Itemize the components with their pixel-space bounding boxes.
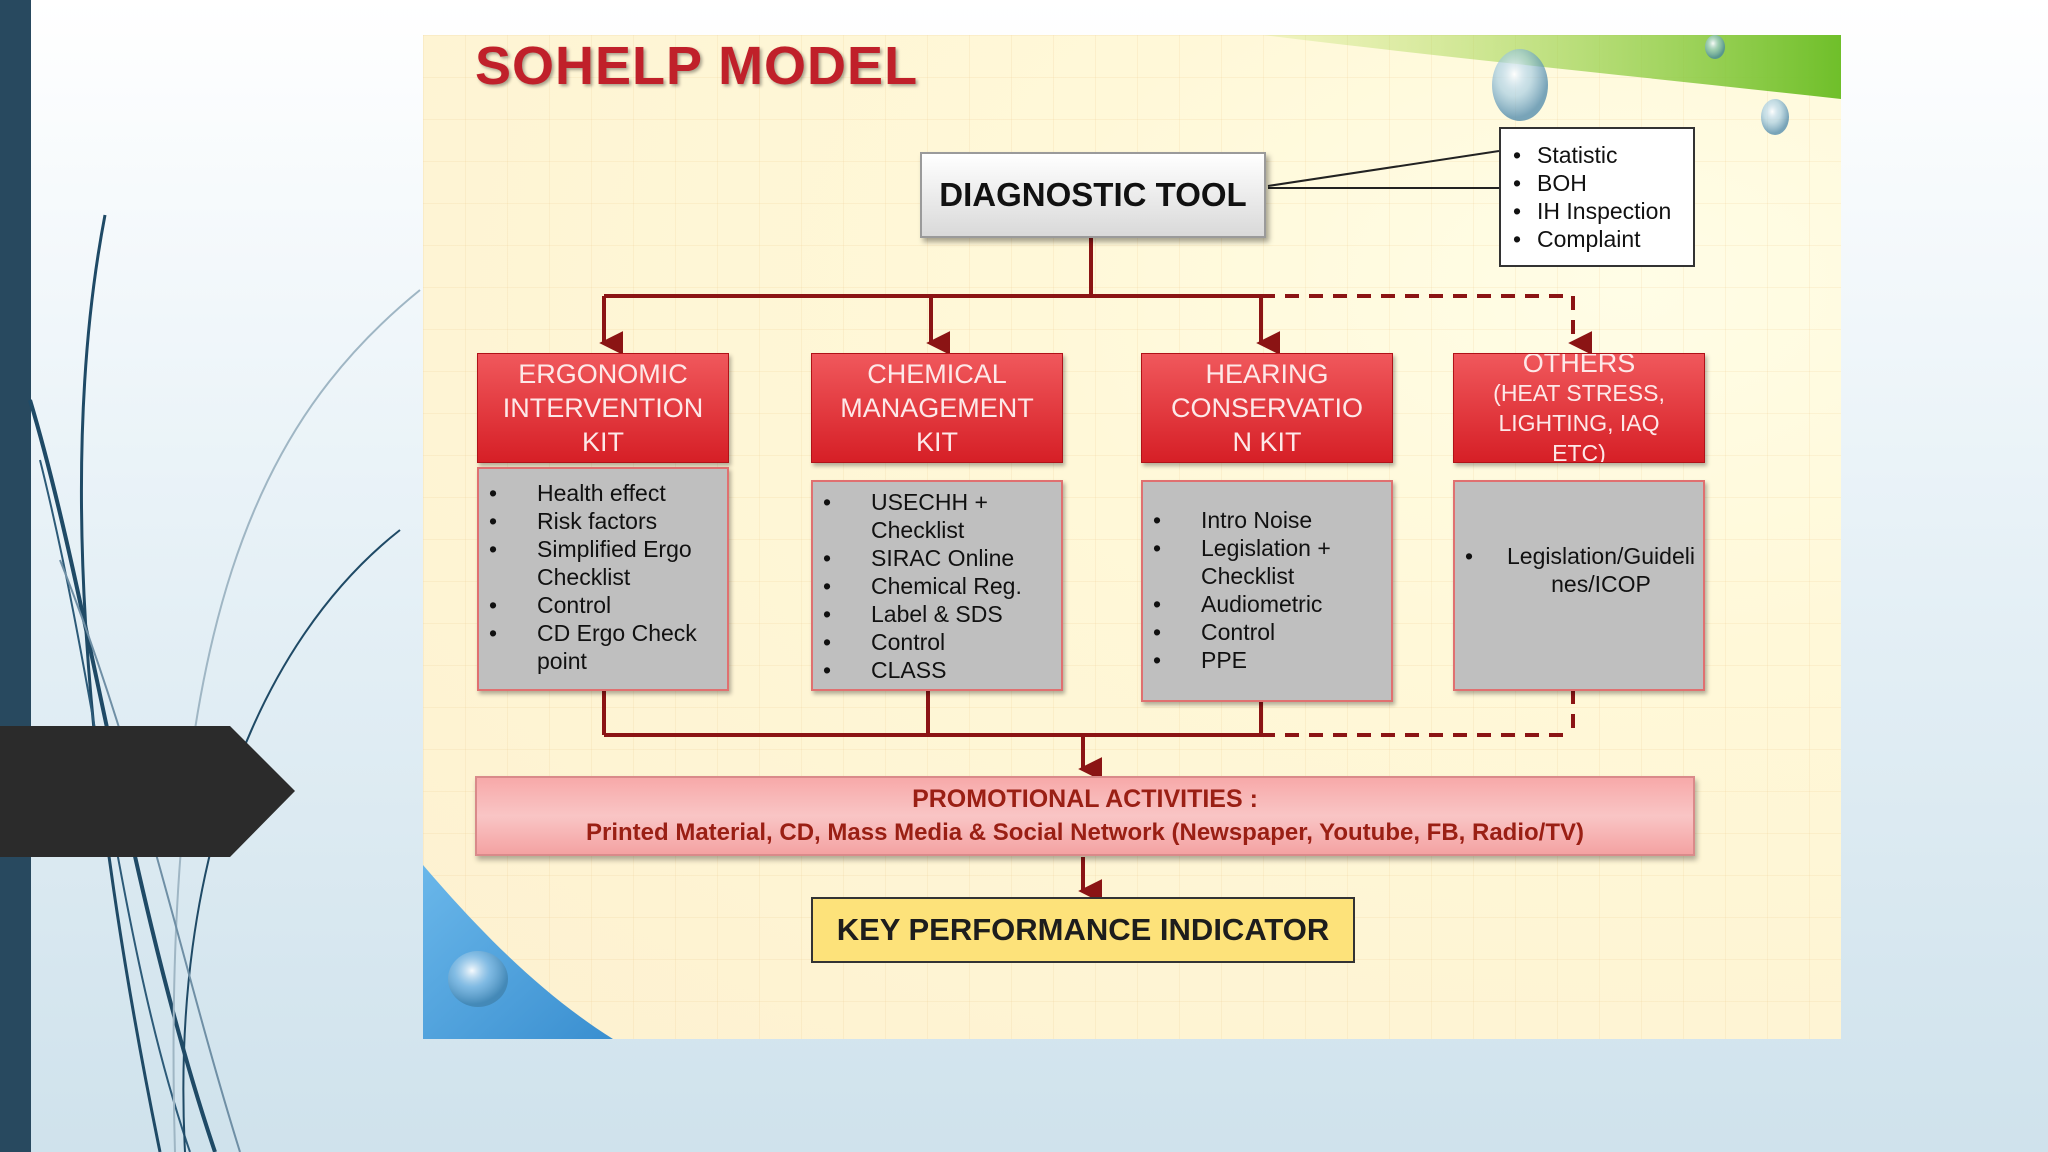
kit-item: Simplified Ergo Checklist: [489, 535, 721, 591]
diagnostic-tool-label: DIAGNOSTIC TOOL: [939, 176, 1247, 213]
arrow-tab-shape: [0, 726, 295, 857]
kit-item: CD Ergo Check point: [489, 619, 721, 675]
chemical-kit-header: CHEMICAL MANAGEMENT KIT: [811, 353, 1063, 463]
green-swoosh: [1263, 35, 1841, 99]
source-item: BOH: [1513, 169, 1685, 197]
kit-item: Label & SDS: [823, 600, 1055, 628]
kit-item: Legislation/Guidelines/ICOP: [1465, 542, 1697, 598]
kpi-label: KEY PERFORMANCE INDICATOR: [836, 912, 1330, 947]
kit-title-line: LIGHTING, IAQ: [1498, 410, 1660, 436]
ergonomic-kit-body: Health effect Risk factors Simplified Er…: [477, 467, 729, 691]
kit-title-line: CHEMICAL: [867, 359, 1007, 389]
source-connector: [1267, 150, 1500, 187]
kit-title-line: N KIT: [1232, 427, 1302, 457]
hearing-kit-header: HEARING CONSERVATIO N KIT: [1141, 353, 1393, 463]
promotional-activities-box: PROMOTIONAL ACTIVITIES : Printed Materia…: [475, 776, 1695, 856]
source-item: IH Inspection: [1513, 197, 1685, 225]
kit-title-line: INTERVENTION: [502, 393, 704, 423]
kit-item: Control: [823, 628, 1055, 656]
blue-swoosh: [423, 865, 613, 1039]
others-kit-header: OTHERS (HEAT STRESS, LIGHTING, IAQ ETC): [1453, 353, 1705, 463]
kit-item: Intro Noise: [1153, 506, 1385, 534]
kit-item: Chemical Reg.: [823, 572, 1055, 600]
ergonomic-kit-header: ERGONOMIC INTERVENTION KIT: [477, 353, 729, 463]
others-kit-body: Legislation/Guidelines/ICOP: [1453, 480, 1705, 691]
kit-item: Risk factors: [489, 507, 721, 535]
kit-title-line: ETC): [1552, 440, 1606, 463]
slide-title: SOHELP MODEL: [475, 36, 919, 96]
diagnostic-sources-box: Statistic BOH IH Inspection Complaint: [1499, 127, 1695, 267]
source-item: Statistic: [1513, 141, 1685, 169]
diagnostic-tool-box: DIAGNOSTIC TOOL: [920, 152, 1266, 238]
chemical-kit-body: USECHH + Checklist SIRAC Online Chemical…: [811, 480, 1063, 691]
slide-decoration-and-connectors: [423, 35, 1841, 1039]
promotional-heading: PROMOTIONAL ACTIVITIES :: [912, 785, 1258, 813]
kit-title-line: CONSERVATIO: [1170, 393, 1364, 423]
kit-title-line: (HEAT STRESS,: [1493, 380, 1665, 406]
kit-title-line: MANAGEMENT: [840, 393, 1034, 423]
water-drop: [448, 951, 508, 1007]
kit-item: Health effect: [489, 479, 721, 507]
kit-item: CLASS: [823, 656, 1055, 684]
kit-item: USECHH + Checklist: [823, 488, 1055, 544]
promotional-details: Printed Material, CD, Mass Media & Socia…: [586, 819, 1584, 846]
left-accent-bar: [0, 0, 31, 1152]
kit-item: Control: [1153, 618, 1385, 646]
kit-title-line: HEARING: [1205, 359, 1329, 389]
kit-item: Legislation + Checklist: [1153, 534, 1385, 590]
kit-item: Control: [489, 591, 721, 619]
collector-connectors: [602, 690, 1263, 903]
kit-title-line: KIT: [581, 427, 624, 457]
water-drop: [1492, 49, 1548, 121]
hearing-kit-body: Intro Noise Legislation + Checklist Audi…: [1141, 480, 1393, 702]
water-drop: [1761, 99, 1789, 135]
others-dashed-connectors: [1261, 294, 1593, 737]
source-item: Complaint: [1513, 225, 1685, 253]
water-drop: [1705, 35, 1725, 59]
distribution-connectors: [599, 236, 1281, 355]
kit-title-line: OTHERS: [1522, 353, 1636, 378]
kpi-box: KEY PERFORMANCE INDICATOR: [811, 897, 1355, 963]
kit-item: Audiometric: [1153, 590, 1385, 618]
kit-item: SIRAC Online: [823, 544, 1055, 572]
kit-title-line: KIT: [915, 427, 958, 457]
kit-item: PPE: [1153, 646, 1385, 674]
sohelp-model-slide: SOHELP MODEL DIAGNOSTIC TOOL Statistic B…: [423, 35, 1841, 1039]
kit-title-line: ERGONOMIC: [518, 359, 688, 389]
